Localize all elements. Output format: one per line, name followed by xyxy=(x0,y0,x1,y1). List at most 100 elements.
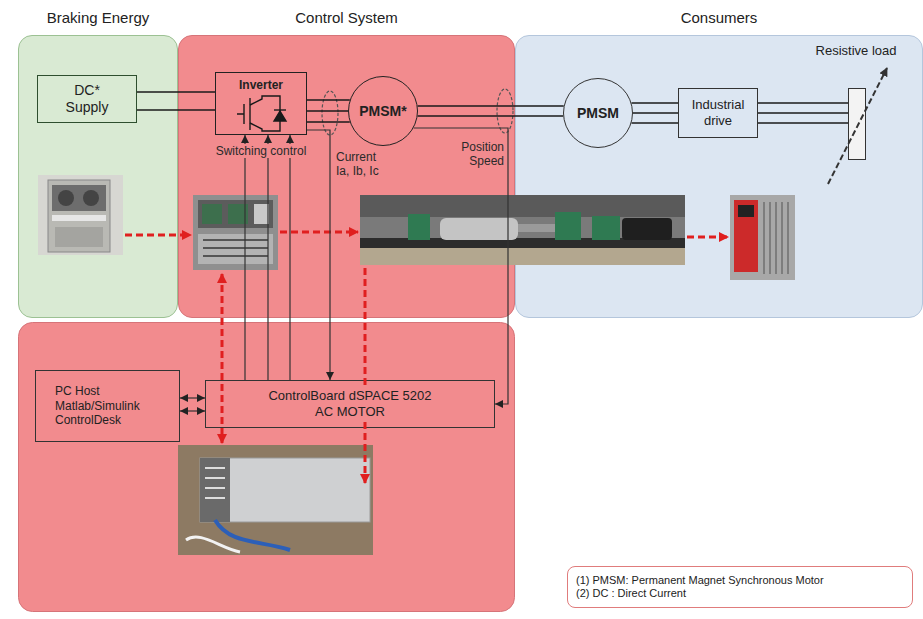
test-bench-photo xyxy=(360,195,685,217)
igbt-symbol xyxy=(237,104,244,124)
igbt-symbol xyxy=(249,98,250,130)
controlboard-photo xyxy=(178,445,373,555)
controlboard-photo xyxy=(200,458,230,522)
connector xyxy=(137,92,215,110)
igbt-symbol xyxy=(250,96,280,131)
inverter-photo xyxy=(193,195,278,270)
variable-load-arrow xyxy=(828,68,887,184)
connector xyxy=(758,103,848,123)
box-label: Industrial drive xyxy=(684,97,752,128)
connector xyxy=(245,135,290,380)
signal-line xyxy=(307,130,330,380)
drive-photo xyxy=(734,200,758,272)
load-label: Resistive load xyxy=(816,43,897,59)
variable-load-arrow xyxy=(828,68,887,184)
signal-line xyxy=(289,135,290,380)
sensor-ellipse xyxy=(322,91,338,135)
motor-circle: PMSM xyxy=(563,78,633,148)
signal-line xyxy=(414,128,508,404)
process-box: PC Host Matlab/Simulink ControlDesk xyxy=(35,370,180,442)
drive-photo xyxy=(764,202,788,274)
photo-link-arrow xyxy=(364,268,367,483)
supply-photo xyxy=(58,190,74,206)
photo-link-arrow xyxy=(687,236,728,239)
signal-label: Switching control xyxy=(214,144,309,158)
drive-photo xyxy=(738,205,754,217)
process-box: ControlBoard dSPACE 5202 AC MOTOR xyxy=(205,380,495,428)
signal-line xyxy=(180,410,205,411)
resistive-load: Resistive load xyxy=(848,88,866,160)
panel-title: Control System xyxy=(179,9,514,27)
power-wire xyxy=(758,102,848,103)
control-region xyxy=(19,323,515,612)
power-wire xyxy=(758,122,848,123)
note-text: (1) PMSM: Permanent Magnet Synchronous M… xyxy=(576,574,824,587)
inverter-photo xyxy=(198,200,273,228)
box-label: PC Host Matlab/Simulink ControlDesk xyxy=(55,384,160,427)
test-bench-photo xyxy=(592,216,620,240)
inverter-photo xyxy=(198,234,273,264)
power-wire xyxy=(418,105,564,106)
test-bench-photo xyxy=(360,195,685,265)
controlboard-photo xyxy=(178,445,373,555)
supply-photo xyxy=(52,185,106,211)
supply-photo xyxy=(52,215,106,221)
label-holder: Position Speed xyxy=(446,140,504,169)
test-bench-photo xyxy=(360,248,685,265)
note-text: (2) DC : Direct Current xyxy=(576,587,686,600)
signal-line xyxy=(180,397,205,398)
connector xyxy=(180,398,205,411)
panel-title: Braking Energy xyxy=(19,9,177,27)
inverter-photo xyxy=(254,204,269,224)
controlboard-photo xyxy=(200,458,370,522)
note-box: (1) PMSM: Permanent Magnet Synchronous M… xyxy=(567,566,913,608)
drive-photo xyxy=(730,195,795,280)
power-wire xyxy=(137,91,215,92)
power-wire xyxy=(137,109,215,110)
power-wire xyxy=(632,122,679,123)
connector xyxy=(307,100,350,122)
supply-photo xyxy=(48,180,110,252)
controlboard-photo xyxy=(215,520,290,550)
photo-link-arrow xyxy=(125,232,728,483)
supply-photo xyxy=(83,190,99,206)
photo-link-arrow xyxy=(125,234,191,237)
signal-label: Position Speed xyxy=(446,140,504,169)
test-bench-photo xyxy=(440,218,518,240)
connector xyxy=(418,106,564,116)
power-wire xyxy=(418,115,563,116)
igbt-symbol xyxy=(237,96,286,131)
process-box: Inverter xyxy=(215,72,307,135)
box-label: Inverter xyxy=(239,78,283,92)
signal-line xyxy=(267,135,268,380)
process-box: DC* Supply xyxy=(37,75,137,123)
sensor-ellipse xyxy=(497,89,513,133)
region-panel: ConsumersPMSMIndustrial driveResistive l… xyxy=(515,35,923,318)
supply-photo xyxy=(38,175,123,255)
motor-label: PMSM xyxy=(577,105,619,122)
power-wire xyxy=(633,112,678,113)
igbt-symbol xyxy=(274,111,286,121)
inverter-photo xyxy=(203,240,268,256)
connector xyxy=(307,130,330,380)
test-bench-photo xyxy=(360,195,685,265)
label-holder: Current Ia, Ib, Ic xyxy=(336,150,388,179)
power-wire xyxy=(307,121,350,122)
power-wire xyxy=(632,102,679,103)
signal-line xyxy=(244,135,245,380)
power-wire xyxy=(758,112,848,113)
motor-label: PMSM* xyxy=(359,103,406,120)
inverter-photo xyxy=(202,204,222,224)
test-bench-photo xyxy=(555,212,581,240)
connector xyxy=(632,103,679,123)
box-label: DC* Supply xyxy=(59,82,115,116)
supply-photo xyxy=(55,227,103,247)
label-holder: Switching control xyxy=(211,141,311,159)
inverter-photo xyxy=(193,195,278,270)
motor-circle: PMSM* xyxy=(348,76,418,146)
test-bench-photo xyxy=(622,218,672,240)
